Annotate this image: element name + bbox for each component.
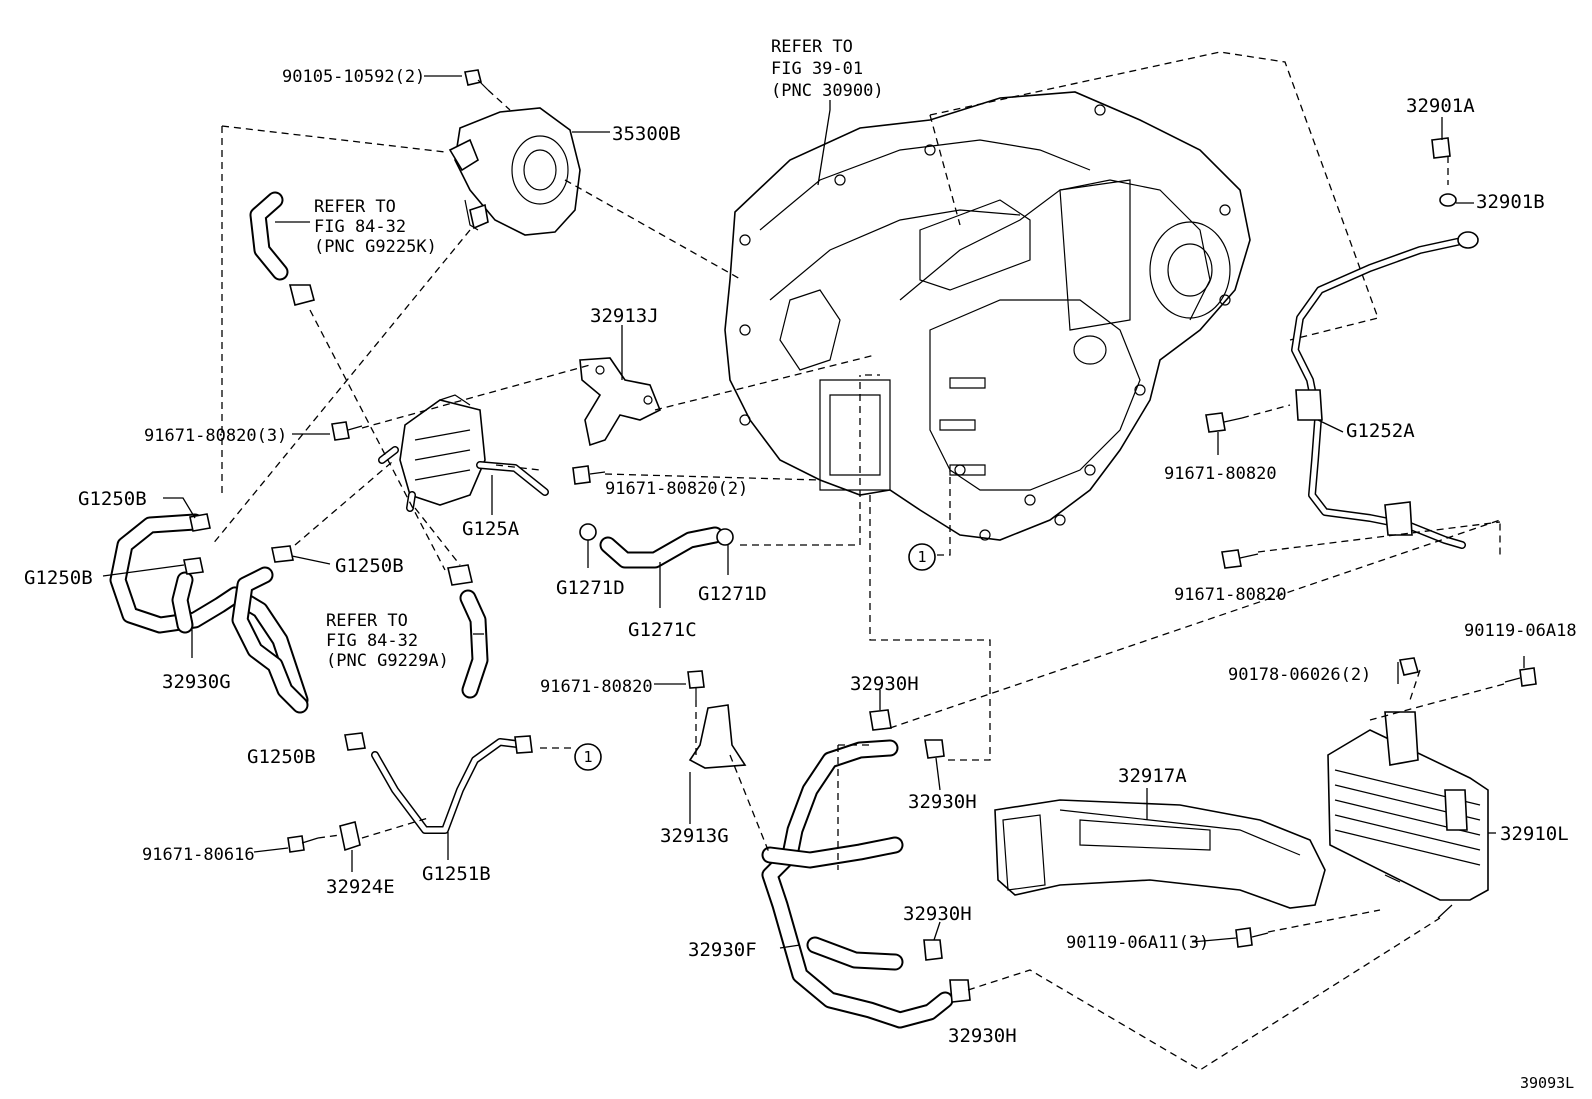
label-91671-80820-r2: 91671-80820 — [1174, 585, 1287, 605]
label-91671-80820-mid: 91671-80820 — [540, 677, 653, 697]
clip-32930H-d — [949, 979, 971, 1003]
clip-g9225k — [288, 284, 315, 306]
bolt-91671-80820-r2 — [1221, 549, 1259, 569]
bolt-91671-80820-3 — [331, 421, 363, 441]
clip-32930H-a — [869, 709, 892, 731]
label-G1250B-d: G1250B — [247, 746, 316, 768]
label-91671-80820-3: 91671-80820(3) — [144, 426, 287, 446]
callout-1-upper: 1 — [908, 543, 936, 571]
refer-g9229a-line2: FIG 84-32 — [326, 631, 418, 651]
label-32901A: 32901A — [1406, 95, 1475, 117]
pipe-G1252A — [1291, 231, 1479, 549]
pipe-G1251B — [371, 735, 533, 834]
hose-refer-g9225k — [249, 191, 289, 281]
clip-G1250B-a — [189, 513, 211, 532]
bolt-90119-06A18 — [1504, 667, 1537, 687]
leader-lines — [102, 75, 1525, 949]
label-32930F: 32930F — [688, 939, 757, 961]
transmission-housing — [724, 91, 1251, 541]
refer-fig-39-01-line1: REFER TO — [771, 37, 853, 57]
clamp-G1271D-a — [579, 523, 597, 541]
label-G1271D-b: G1271D — [698, 583, 767, 605]
label-32913J: 32913J — [590, 305, 659, 327]
nut-90178 — [1398, 657, 1420, 676]
reference-frame-lines — [929, 51, 1379, 341]
label-G1250B-a: G1250B — [78, 488, 147, 510]
label-32930H-d: 32930H — [948, 1025, 1017, 1047]
callout-label: 1 — [917, 548, 926, 566]
heat-exchanger-G125A — [378, 394, 549, 512]
refer-g9229a-line3: (PNC G9229A) — [326, 651, 449, 671]
label-35300B: 35300B — [612, 123, 681, 145]
label-G1271C: G1271C — [628, 619, 697, 641]
callout-label: 1 — [583, 748, 592, 766]
label-G1271D-a: G1271D — [556, 577, 625, 599]
bolt-91671-80820-r1 — [1205, 412, 1243, 433]
label-90119-06A18: 90119-06A18 — [1464, 621, 1577, 641]
label-G1250B-c: G1250B — [335, 555, 404, 577]
hose-refer-g9229a — [459, 589, 489, 699]
label-91671-80616: 91671-80616 — [142, 845, 255, 865]
refer-g9229a-line1: REFER TO — [326, 611, 408, 631]
valve-housing-35300B — [448, 107, 581, 236]
hose-G1271C — [599, 526, 724, 569]
bolt-90119-06A11 — [1235, 904, 1453, 948]
clamp-32924E — [339, 821, 361, 852]
label-90119-06A11: 90119-06A11(3) — [1066, 933, 1209, 953]
refer-g9225k-line1: REFER TO — [314, 197, 396, 217]
refer-fig-39-01-line3: (PNC 30900) — [771, 81, 884, 101]
bracket-32913G — [688, 704, 747, 769]
hose-32930G — [109, 513, 309, 714]
label-91671-80820-2: 91671-80820(2) — [605, 479, 748, 499]
label-32901B: 32901B — [1476, 191, 1545, 213]
callout-1-lower: 1 — [574, 743, 602, 771]
part-labels: 90105-10592(2) 35300B REFER TO FIG 39-01… — [24, 37, 1577, 1092]
clip-G1250B-d — [344, 732, 366, 751]
bolt-32901A — [1431, 137, 1451, 159]
bolt-91671-80820-2 — [572, 465, 606, 485]
label-90178-06026: 90178-06026(2) — [1228, 665, 1371, 685]
clip-32930H-b — [924, 739, 945, 759]
bolt-91671-80616 — [287, 835, 319, 853]
refer-g9225k-line3: (PNC G9225K) — [314, 237, 437, 257]
dashed-connections — [211, 89, 1505, 1071]
label-32924E: 32924E — [326, 876, 395, 898]
label-32930H-a: 32930H — [850, 673, 919, 695]
label-32930G: 32930G — [162, 671, 231, 693]
clip-g9229a — [447, 564, 473, 586]
figure-code: 39093L — [1520, 1074, 1574, 1092]
bolt-90105 — [464, 69, 489, 91]
label-32917A: 32917A — [1118, 765, 1187, 787]
label-32910L: 32910L — [1500, 823, 1569, 845]
bolt-91671-80820-mid — [687, 670, 705, 700]
label-G1251B: G1251B — [422, 863, 491, 885]
label-32930H-c: 32930H — [903, 903, 972, 925]
label-32930H-b: 32930H — [908, 791, 977, 813]
refer-g9225k-line2: FIG 84-32 — [314, 217, 406, 237]
air-duct-32917A — [994, 799, 1326, 909]
refer-fig-39-01-line2: FIG 39-01 — [771, 59, 863, 79]
hose-32930F — [761, 739, 954, 1029]
label-90105-10592: 90105-10592(2) — [282, 67, 425, 87]
clip-G1250B-c — [271, 545, 294, 563]
label-G1252A: G1252A — [1346, 420, 1415, 442]
clip-G1250B-b — [183, 557, 204, 575]
bracket-32913J — [579, 357, 662, 447]
clamp-G1271D-b — [716, 528, 734, 546]
label-G125A: G125A — [462, 518, 520, 540]
washer-32901B — [1439, 193, 1457, 207]
oil-cooler-32910L — [1327, 711, 1489, 901]
label-91671-80820-r1: 91671-80820 — [1164, 464, 1277, 484]
label-32913G: 32913G — [660, 825, 729, 847]
clip-32930H-c — [923, 939, 943, 961]
label-G1250B-b: G1250B — [24, 567, 93, 589]
